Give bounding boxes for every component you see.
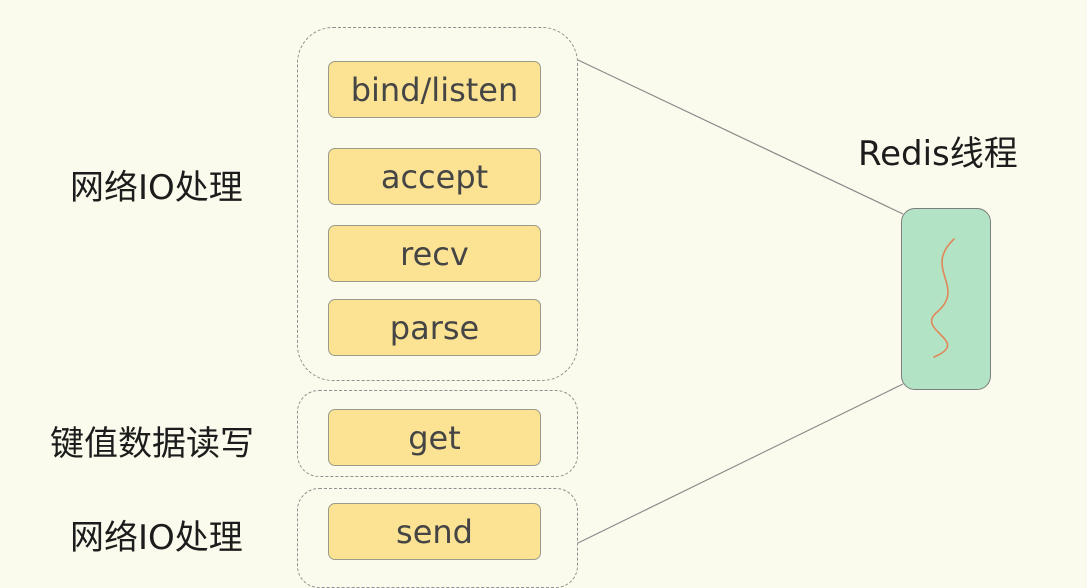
step-recv: recv (328, 225, 541, 282)
connector-lines (577, 59, 904, 544)
step-send: send (328, 503, 541, 560)
connector-top-line (577, 59, 904, 215)
step-parse: parse (328, 299, 541, 356)
redis-thread-box (901, 208, 991, 390)
network-io-label-bottom: 网络IO处理 (70, 518, 243, 558)
step-accept: accept (328, 148, 541, 205)
network-io-label-top: 网络IO处理 (70, 168, 243, 208)
kv-rw-group (297, 390, 578, 477)
step-get: get (328, 409, 541, 466)
step-bind-listen: bind/listen (328, 61, 541, 118)
network-io-group-top (297, 27, 578, 381)
connector-bottom-line (577, 383, 904, 544)
thread-wave-icon (930, 238, 955, 358)
redis-thread-title: Redis线程 (858, 134, 1018, 174)
kv-rw-label: 键值数据读写 (50, 424, 254, 464)
